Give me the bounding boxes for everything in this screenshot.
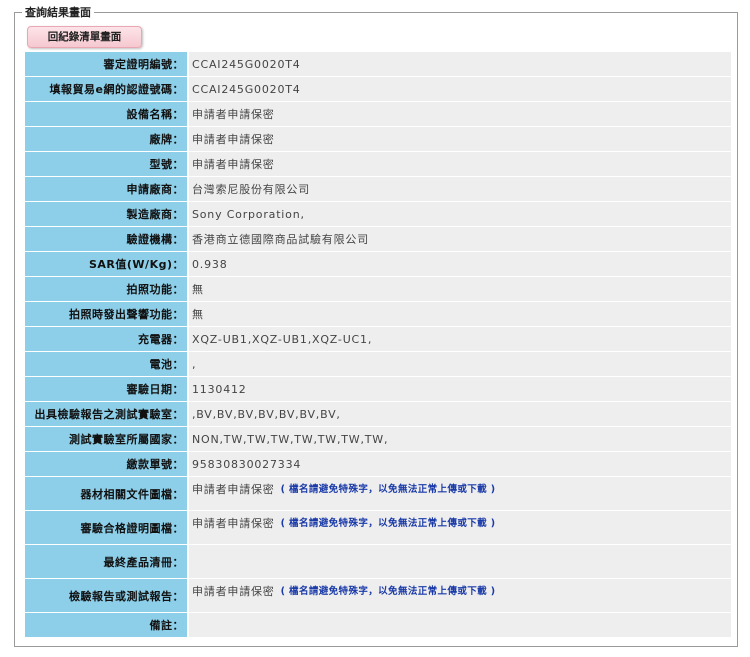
row-label: 出具檢驗報告之測試實驗室： xyxy=(25,402,187,426)
value-text: 申請者申請保密 xyxy=(192,517,275,530)
row-label: 器材相關文件圖檔： xyxy=(25,477,187,510)
value-text: XQZ-UB1,XQZ-UB1,XQZ-UC1, xyxy=(192,332,373,346)
row-value xyxy=(189,545,731,578)
table-row: 電池： , xyxy=(25,352,731,376)
row-value xyxy=(189,613,731,637)
table-row: 備註： xyxy=(25,613,731,637)
table-row: 拍照時發出聲響功能： 無 xyxy=(25,302,731,326)
table-row: 型號： 申請者申請保密 xyxy=(25,152,731,176)
row-label: 拍照功能： xyxy=(25,277,187,301)
table-row: 審驗日期： 1130412 xyxy=(25,377,731,401)
value-text: 申請者申請保密 xyxy=(192,108,275,121)
table-row: 設備名稱： 申請者申請保密 xyxy=(25,102,731,126)
filename-note: ( 檔名請避免特殊字，以免無法正常上傳或下載 ) xyxy=(280,484,496,495)
row-label: 充電器： xyxy=(25,327,187,351)
row-label: 驗證機構： xyxy=(25,227,187,251)
row-value: 1130412 xyxy=(189,377,731,401)
row-value: 香港商立德國際商品試驗有限公司 xyxy=(189,227,731,251)
row-label: 製造廠商： xyxy=(25,202,187,226)
row-value: NON,TW,TW,TW,TW,TW,TW,TW, xyxy=(189,427,731,451)
table-row: 填報貿易e網的認證號碼： CCAI245G0020T4 xyxy=(25,77,731,101)
row-value: , xyxy=(189,352,731,376)
value-text: 申請者申請保密 xyxy=(192,585,275,598)
value-text: Sony Corporation, xyxy=(192,207,305,221)
filename-note: ( 檔名請避免特殊字，以免無法正常上傳或下載 ) xyxy=(280,518,496,529)
table-row: 測試實驗室所屬國家： NON,TW,TW,TW,TW,TW,TW,TW, xyxy=(25,427,731,451)
row-value: 申請者申請保密 ( 檔名請避免特殊字，以免無法正常上傳或下載 ) xyxy=(189,511,731,544)
row-label: 設備名稱： xyxy=(25,102,187,126)
row-label: 審驗合格證明圖檔： xyxy=(25,511,187,544)
row-value: 申請者申請保密 xyxy=(189,152,731,176)
value-text: , xyxy=(192,357,197,371)
row-value: 無 xyxy=(189,302,731,326)
row-value: 申請者申請保密 ( 檔名請避免特殊字，以免無法正常上傳或下載 ) xyxy=(189,579,731,612)
row-label: 填報貿易e網的認證號碼： xyxy=(25,77,187,101)
row-label: 型號： xyxy=(25,152,187,176)
row-label: 最終產品清冊： xyxy=(25,545,187,578)
value-text: 0.938 xyxy=(192,257,228,271)
table-row: 檢驗報告或測試報告： 申請者申請保密 ( 檔名請避免特殊字，以免無法正常上傳或下載… xyxy=(25,579,731,612)
row-label: 檢驗報告或測試報告： xyxy=(25,579,187,612)
row-label: 拍照時發出聲響功能： xyxy=(25,302,187,326)
table-row: 審驗合格證明圖檔： 申請者申請保密 ( 檔名請避免特殊字，以免無法正常上傳或下載 … xyxy=(25,511,731,544)
table-row: 器材相關文件圖檔： 申請者申請保密 ( 檔名請避免特殊字，以免無法正常上傳或下載 … xyxy=(25,477,731,510)
row-label: 申請廠商： xyxy=(25,177,187,201)
row-value: 0.938 xyxy=(189,252,731,276)
table-row: SAR值(W/Kg)： 0.938 xyxy=(25,252,731,276)
table-row: 出具檢驗報告之測試實驗室： ,BV,BV,BV,BV,BV,BV,BV, xyxy=(25,402,731,426)
row-label: 測試實驗室所屬國家： xyxy=(25,427,187,451)
row-value: 申請者申請保密 xyxy=(189,127,731,151)
value-text: 95830830027334 xyxy=(192,457,302,471)
value-text: 申請者申請保密 xyxy=(192,158,275,171)
table-row: 最終產品清冊： xyxy=(25,545,731,578)
row-value: 無 xyxy=(189,277,731,301)
value-text: 無 xyxy=(192,283,204,296)
row-label: 繳款單號： xyxy=(25,452,187,476)
table-row: 拍照功能： 無 xyxy=(25,277,731,301)
value-text: 香港商立德國際商品試驗有限公司 xyxy=(192,233,369,246)
row-value: XQZ-UB1,XQZ-UB1,XQZ-UC1, xyxy=(189,327,731,351)
table-row: 審定證明編號： CCAI245G0020T4 xyxy=(25,52,731,76)
value-text: 申請者申請保密 xyxy=(192,483,275,496)
value-text: NON,TW,TW,TW,TW,TW,TW,TW, xyxy=(192,432,389,446)
back-to-list-button[interactable]: 回紀錄清單畫面 xyxy=(27,26,142,48)
table-row: 製造廠商： Sony Corporation, xyxy=(25,202,731,226)
value-text: CCAI245G0020T4 xyxy=(192,57,301,71)
value-text: ,BV,BV,BV,BV,BV,BV,BV, xyxy=(192,407,341,421)
value-text: 申請者申請保密 xyxy=(192,133,275,146)
row-value: 台灣索尼股份有限公司 xyxy=(189,177,731,201)
row-value: 95830830027334 xyxy=(189,452,731,476)
value-text: 台灣索尼股份有限公司 xyxy=(192,183,310,196)
value-text: CCAI245G0020T4 xyxy=(192,82,301,96)
table-row: 繳款單號： 95830830027334 xyxy=(25,452,731,476)
row-label: 備註： xyxy=(25,613,187,637)
row-label: 審驗日期： xyxy=(25,377,187,401)
row-label: 電池： xyxy=(25,352,187,376)
table-row: 驗證機構： 香港商立德國際商品試驗有限公司 xyxy=(25,227,731,251)
row-label: 審定證明編號： xyxy=(25,52,187,76)
row-value: CCAI245G0020T4 xyxy=(189,52,731,76)
table-row: 廠牌： 申請者申請保密 xyxy=(25,127,731,151)
row-value: 申請者申請保密 xyxy=(189,102,731,126)
row-value: ,BV,BV,BV,BV,BV,BV,BV, xyxy=(189,402,731,426)
row-label: SAR值(W/Kg)： xyxy=(25,252,187,276)
page-title: 查詢結果畫面 xyxy=(22,5,94,20)
table-row: 申請廠商： 台灣索尼股份有限公司 xyxy=(25,177,731,201)
query-result-fieldset: 查詢結果畫面 回紀錄清單畫面 審定證明編號： CCAI245G0020T4 填報… xyxy=(14,5,738,647)
row-value: CCAI245G0020T4 xyxy=(189,77,731,101)
table-row: 充電器： XQZ-UB1,XQZ-UB1,XQZ-UC1, xyxy=(25,327,731,351)
row-value: 申請者申請保密 ( 檔名請避免特殊字，以免無法正常上傳或下載 ) xyxy=(189,477,731,510)
row-label: 廠牌： xyxy=(25,127,187,151)
value-text: 無 xyxy=(192,308,204,321)
row-value: Sony Corporation, xyxy=(189,202,731,226)
filename-note: ( 檔名請避免特殊字，以免無法正常上傳或下載 ) xyxy=(280,586,496,597)
value-text: 1130412 xyxy=(192,382,247,396)
